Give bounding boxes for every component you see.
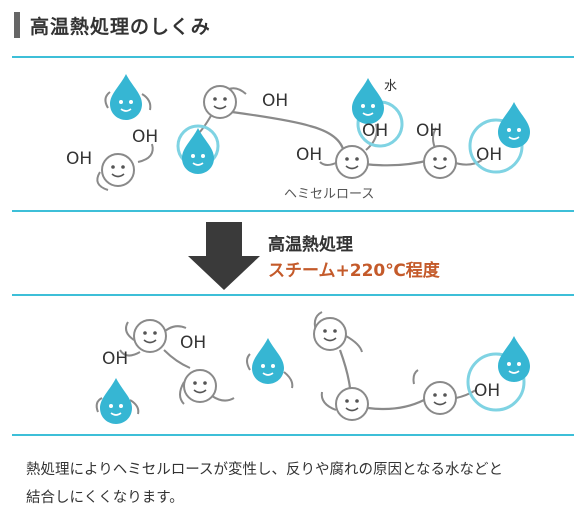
process-title: 高温熱処理: [268, 235, 353, 255]
bottom-panel: OH OH OH: [95, 311, 531, 425]
water-drop-free-1: [104, 73, 152, 121]
water-label: 水: [384, 79, 397, 94]
title-accent-bar: [14, 12, 20, 38]
caption-line-2: 結合しにくくなります。: [26, 490, 184, 506]
oh-label: OH: [132, 127, 158, 147]
bottom-panel-top-rule: [12, 294, 574, 296]
hemicellulose-label: ヘミセルロース: [284, 187, 374, 202]
top-panel: OH OH OH OH OH OH 水 OH ヘミセルロース: [66, 73, 531, 202]
oh-label: OH: [474, 381, 500, 401]
oh-label: OH: [476, 145, 502, 165]
oh-label: OH: [416, 121, 442, 141]
bond-ring: [466, 352, 526, 412]
oh-label: OH: [102, 349, 128, 369]
process-subtitle: スチーム+220℃程度: [268, 261, 440, 281]
caption: 熱処理によりヘミセルロースが変性し、反りや腐れの原因となる水などと 結合しにくく…: [26, 456, 566, 512]
oh-label: OH: [180, 333, 206, 353]
process-arrow: [188, 222, 260, 290]
bond-ring: [468, 118, 524, 174]
water-drop-free-2: [95, 377, 140, 425]
cellulose-molecule-1: [96, 143, 154, 191]
oh-label: OH: [296, 145, 322, 165]
bottom-panel-bottom-rule: [12, 434, 574, 436]
hemicellulose-chain: [176, 85, 483, 179]
water-drop-free-3: [246, 337, 294, 389]
cellulose-molecule-2: [119, 319, 235, 405]
caption-line-1: 熱処理によりヘミセルロースが変性し、反りや腐れの原因となる水などと: [26, 462, 504, 478]
top-panel-top-rule: [12, 56, 574, 58]
oh-label: OH: [262, 91, 288, 111]
oh-label: OH: [66, 149, 92, 169]
page-title: 高温熱処理のしくみ: [30, 16, 211, 38]
top-panel-bottom-rule: [12, 210, 574, 212]
modified-hemicellulose-chain: [313, 311, 477, 421]
oh-label: OH: [362, 121, 388, 141]
